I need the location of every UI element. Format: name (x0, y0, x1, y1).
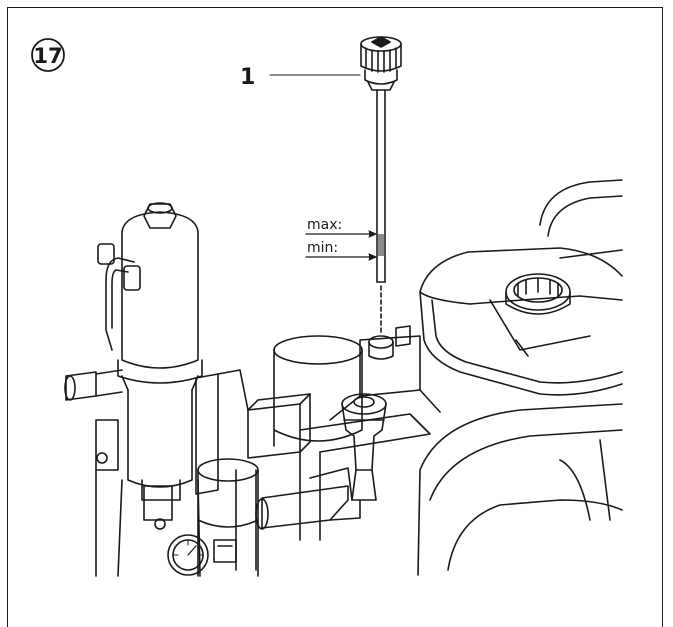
small-cylinder (197, 458, 259, 577)
small-valve (213, 539, 237, 563)
max-label: max: (307, 217, 342, 233)
dipstick (360, 36, 402, 333)
hose-coupling (255, 467, 361, 530)
callout-label: 1 (240, 65, 255, 90)
filter-cylinder (273, 335, 363, 447)
pump-cylinder (64, 202, 203, 577)
level-arrows (305, 230, 377, 261)
machine-illustration: 17 1 max: min: (31, 36, 623, 577)
pressure-regulator (341, 393, 387, 501)
pressure-gauge-icon (167, 534, 209, 576)
central-block (329, 325, 441, 421)
step-number: 17 (33, 44, 62, 68)
min-label: min: (307, 240, 338, 256)
step-number-badge (31, 38, 65, 72)
figure-frame (7, 7, 663, 627)
engine-tank (417, 179, 623, 576)
pressure-line (97, 243, 141, 351)
